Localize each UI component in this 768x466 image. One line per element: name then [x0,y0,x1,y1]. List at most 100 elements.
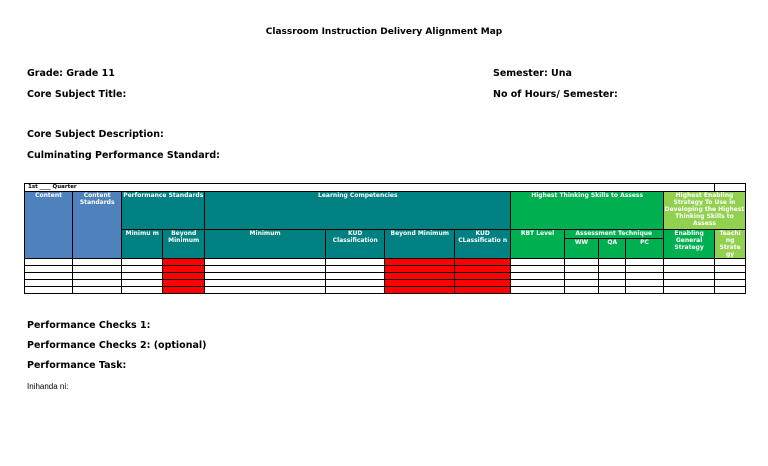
cell[interactable] [204,258,327,266]
cell[interactable] [325,265,386,273]
cell[interactable] [72,265,123,273]
cell[interactable] [384,265,456,273]
cell[interactable] [204,286,327,294]
quarter-cell: 1st ____ Quarter [23,183,716,192]
header-pc: PC [625,238,664,259]
cell[interactable] [121,258,164,266]
cell[interactable] [23,272,74,280]
cell[interactable] [662,286,716,294]
cell[interactable] [598,258,627,266]
cell[interactable] [662,265,716,273]
cell[interactable] [204,265,327,273]
cell[interactable] [204,272,327,280]
cell[interactable] [162,286,206,294]
header-qa: QA [598,238,627,259]
cell[interactable] [23,279,74,287]
cell[interactable] [714,279,746,287]
performance-checks-1-label: Performance Checks 1: [27,320,151,331]
cell[interactable] [384,258,456,266]
cell[interactable] [162,272,206,280]
cell[interactable] [72,258,123,266]
cell[interactable] [662,279,716,287]
cell[interactable] [563,272,600,280]
cell[interactable] [563,286,600,294]
cell[interactable] [598,286,627,294]
table-row [23,258,746,266]
header-kud-classification-2: KUD CLassificatio n [454,229,512,259]
core-subject-description-label: Core Subject Description: [27,129,164,140]
header-ps-minimum: Minimu m [121,229,164,259]
cell[interactable] [510,279,565,287]
table-row [23,286,746,294]
cell[interactable] [384,272,456,280]
header-content-standards: Content Standards [72,191,123,259]
document-title: Classroom Instruction Delivery Alignment… [265,27,503,37]
cell[interactable] [454,279,512,287]
cell[interactable] [714,258,746,266]
performance-checks-2-label: Performance Checks 2: (optional) [27,340,207,351]
cell[interactable] [72,279,123,287]
cell[interactable] [662,258,716,266]
cell[interactable] [121,286,164,294]
cell[interactable] [23,286,74,294]
cell[interactable] [598,265,627,273]
cell[interactable] [325,258,386,266]
cell[interactable] [563,279,600,287]
header-enabling-general-strategy: Enabling General Strategy [662,229,716,259]
semester-label: Semester: Una [493,68,572,79]
table-row [23,265,746,273]
cell[interactable] [598,279,627,287]
header-ww: WW [563,238,600,259]
cell[interactable] [510,272,565,280]
cell[interactable] [384,279,456,287]
cell[interactable] [662,272,716,280]
cell[interactable] [162,265,206,273]
cell[interactable] [23,258,74,266]
culminating-standard-label: Culminating Performance Standard: [27,150,220,161]
cell[interactable] [72,286,123,294]
header-teaching-strategy: Teachi ng Strate gy [714,229,746,259]
cell[interactable] [625,258,664,266]
cell[interactable] [23,265,74,273]
cell[interactable] [121,279,164,287]
cell[interactable] [454,286,512,294]
header-highest-thinking-skills: Highest Thinking Skills to Assess [510,191,664,230]
header-lc-beyond-minimum: Beyond Minimum [384,229,456,259]
header-content: Content [23,191,74,259]
table-row [23,272,746,280]
cell[interactable] [510,286,565,294]
header-lc-minimum: Minimum [204,229,327,259]
cell[interactable] [162,279,206,287]
cell[interactable] [121,272,164,280]
cell[interactable] [162,258,206,266]
cell[interactable] [563,258,600,266]
cell[interactable] [454,258,512,266]
cell[interactable] [121,265,164,273]
cell[interactable] [510,265,565,273]
cell[interactable] [625,286,664,294]
hours-label: No of Hours/ Semester: [493,89,618,100]
cell[interactable] [325,279,386,287]
cell[interactable] [454,265,512,273]
cell[interactable] [714,272,746,280]
cell[interactable] [714,265,746,273]
header-performance-standards: Performance Standards [121,191,206,230]
header-rbt-level: RBT Level [510,229,565,259]
header-kud-classification: KUD Classification [325,229,386,259]
header-ps-beyond-minimum: Beyond Minimum [162,229,206,259]
cell[interactable] [325,272,386,280]
performance-task-label: Performance Task: [27,360,127,371]
cell[interactable] [454,272,512,280]
cell[interactable] [325,286,386,294]
cell[interactable] [72,272,123,280]
cell[interactable] [510,258,565,266]
cell[interactable] [204,279,327,287]
cell[interactable] [625,265,664,273]
cell[interactable] [598,272,627,280]
grade-label: Grade: Grade 11 [27,68,115,79]
cell[interactable] [625,272,664,280]
cell[interactable] [563,265,600,273]
cell[interactable] [384,286,456,294]
cell[interactable] [625,279,664,287]
cell[interactable] [714,286,746,294]
